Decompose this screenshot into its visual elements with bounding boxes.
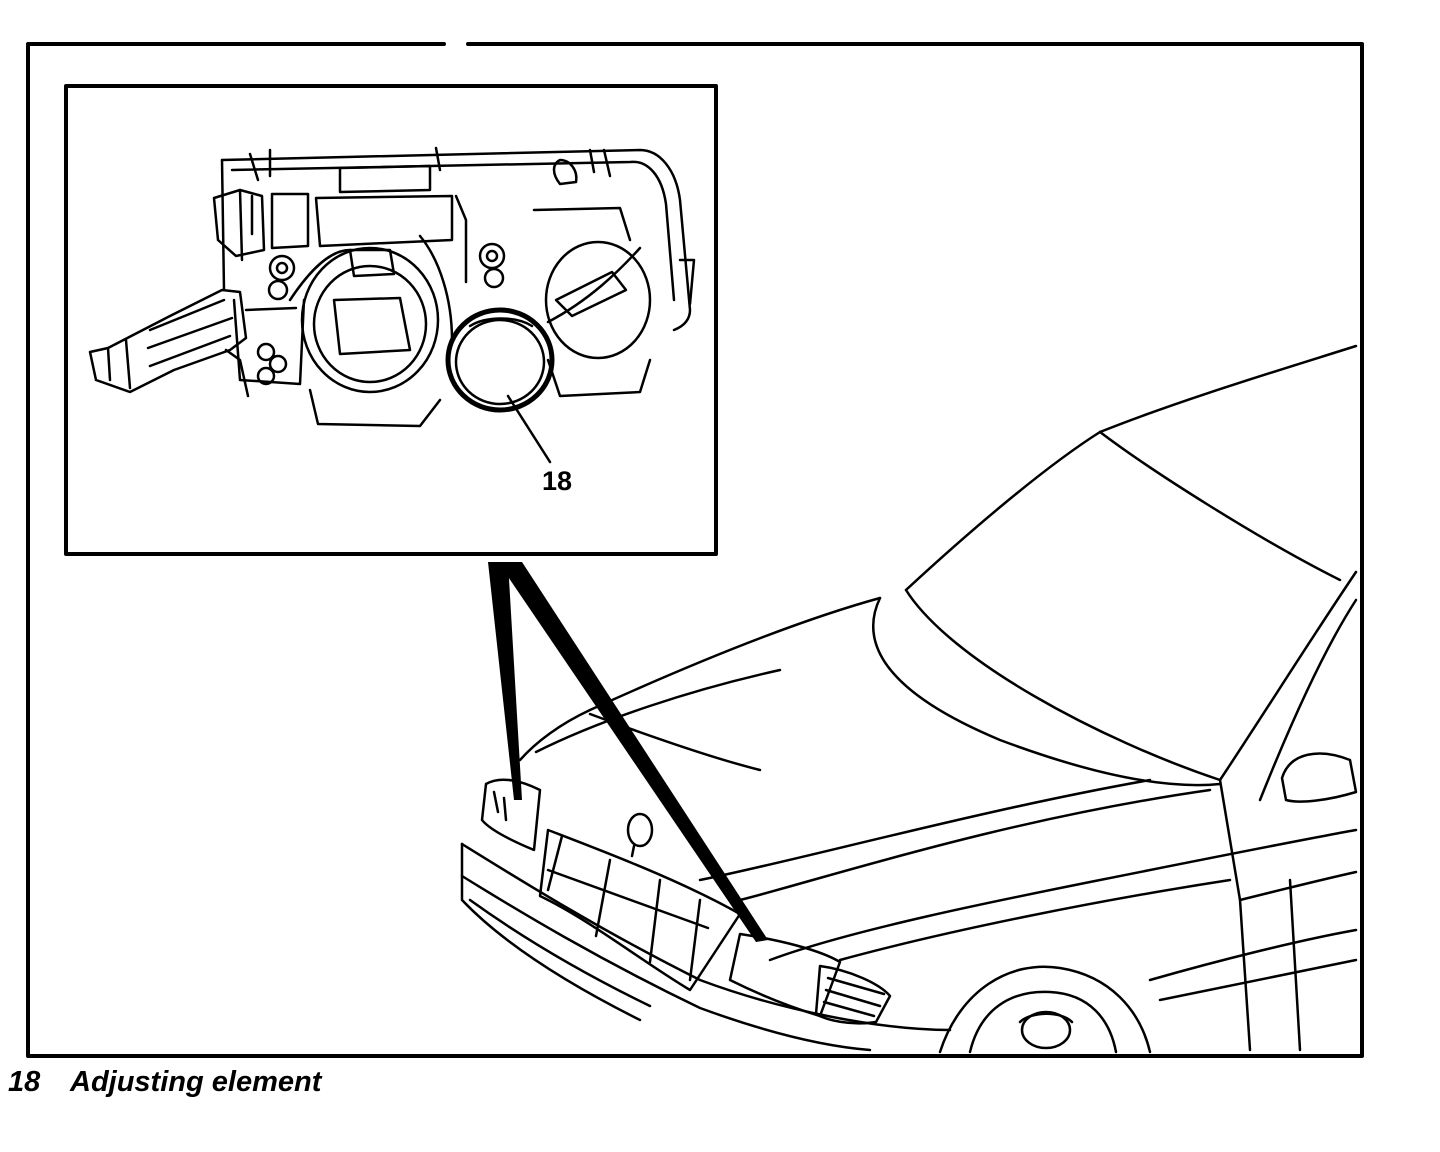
legend-text: Adjusting element	[70, 1066, 322, 1098]
callout-pointer	[488, 562, 768, 942]
headlamp-assembly	[88, 146, 696, 428]
outer-frame	[26, 42, 1364, 1058]
callout-18-label: 18	[542, 466, 573, 496]
legend-item: 18 Adjusting element	[8, 1066, 321, 1099]
legend-number: 18	[8, 1066, 41, 1098]
callout-leader	[506, 394, 552, 464]
